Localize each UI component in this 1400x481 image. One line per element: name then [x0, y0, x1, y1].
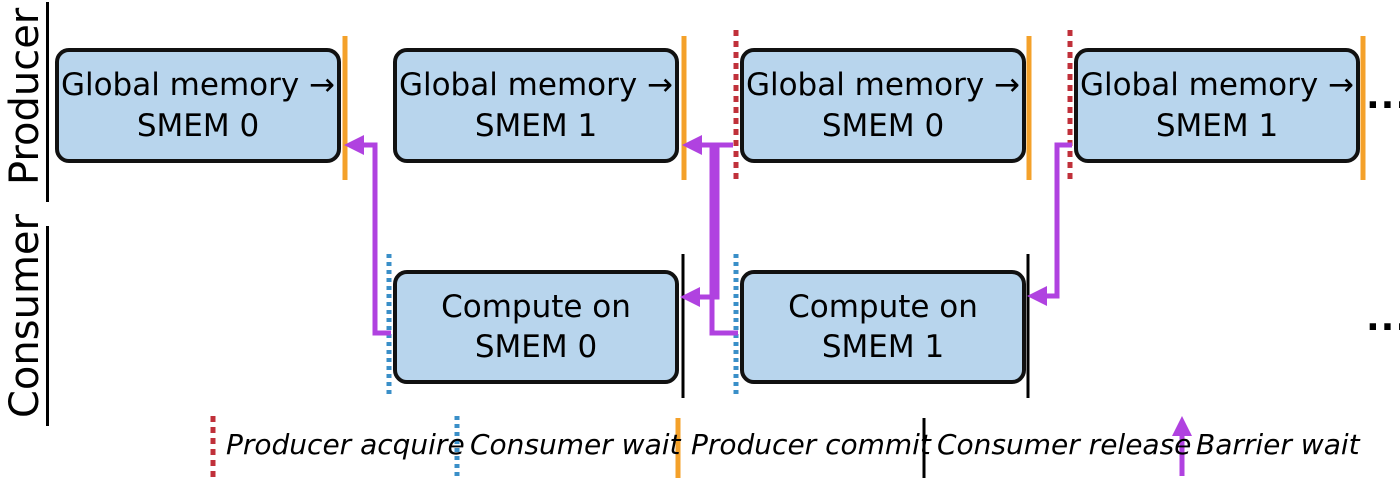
consumer-box-2-line1: Compute on	[788, 288, 978, 325]
producer-box-2-line1: Global memory →	[398, 67, 674, 104]
legend-producer-acquire-label: Producer acquire	[226, 428, 465, 461]
producer-box-3-line2: SMEM 0	[821, 107, 945, 144]
producer-lane-rule	[46, 2, 49, 202]
consumer-box-1-line2: SMEM 0	[474, 329, 598, 365]
legend-barrier-wait-label: Barrier wait	[1196, 428, 1360, 461]
consumer-box-2-line2: SMEM 1	[821, 329, 945, 365]
producer-box-3-line1: Global memory →	[745, 67, 1021, 104]
consumer-box-1-line1: Compute on	[441, 288, 631, 325]
producer-box-4-line2: SMEM 1	[1155, 107, 1279, 144]
producer-box-1: Global memory → SMEM 0	[55, 48, 341, 163]
producer-box-4: Global memory → SMEM 1	[1074, 48, 1360, 163]
producer-continuation: ...	[1366, 76, 1400, 117]
producer-box-2: Global memory → SMEM 1	[393, 48, 679, 163]
barrier-arrow-1	[344, 135, 391, 336]
producer-box-1-line1: Global memory →	[60, 67, 336, 104]
consumer-lane-rule	[46, 226, 49, 426]
producer-box-4-line1: Global memory →	[1079, 67, 1355, 104]
legend-producer-commit-label: Producer commit	[691, 428, 931, 461]
producer-box-2-line2: SMEM 1	[474, 107, 598, 144]
legend-consumer-wait-label: Consumer wait	[470, 428, 681, 461]
consumer-box-2: Compute on SMEM 1	[740, 270, 1026, 384]
consumer-box-1: Compute on SMEM 0	[393, 270, 679, 384]
producer-box-3: Global memory → SMEM 0	[740, 48, 1026, 163]
barrier-arrow-2	[680, 142, 733, 307]
legend-consumer-release-label: Consumer release	[937, 428, 1192, 461]
barrier-arrow-3	[682, 135, 738, 336]
producer-box-1-line2: SMEM 0	[136, 107, 260, 144]
consumer-continuation: ...	[1366, 298, 1400, 339]
barrier-arrow-4	[1027, 142, 1072, 306]
